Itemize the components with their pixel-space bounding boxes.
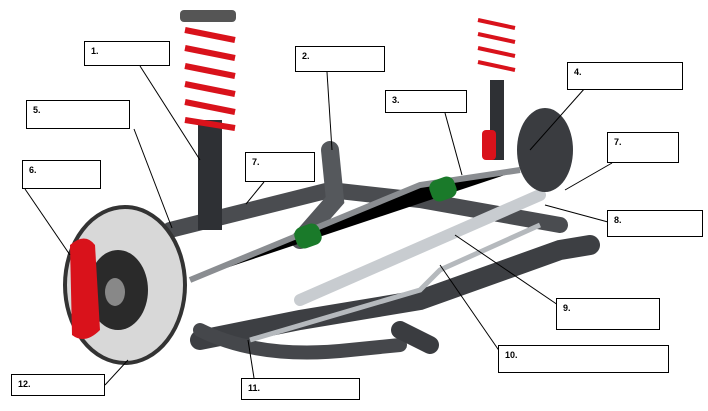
label-number: 7.	[614, 137, 622, 147]
hub-center	[105, 278, 125, 306]
label-number: 5.	[33, 105, 41, 115]
strut	[198, 120, 222, 230]
label-box-7a[interactable]: 7.	[245, 152, 315, 182]
label-box-3[interactable]: 3.	[385, 90, 467, 113]
stabilizer-bar	[249, 222, 542, 343]
label-box-7b[interactable]: 7.	[607, 132, 679, 163]
cv-boot	[429, 176, 457, 202]
label-box-10[interactable]: 10.	[498, 345, 669, 373]
coil-spring	[184, 27, 236, 131]
label-box-12[interactable]: 12.	[11, 374, 105, 396]
label-number: 11.	[248, 383, 261, 393]
label-number: 4.	[574, 67, 582, 77]
label-box-8[interactable]: 8.	[607, 210, 703, 237]
label-number: 8.	[614, 215, 622, 225]
label-number: 7.	[252, 157, 260, 167]
coil-spring	[477, 18, 516, 72]
steering-rack	[294, 189, 546, 306]
label-number: 3.	[392, 95, 400, 105]
label-box-2[interactable]: 2.	[295, 46, 385, 72]
label-number: 9.	[563, 303, 571, 313]
label-box-5[interactable]: 5.	[26, 100, 130, 129]
label-number: 12.	[18, 379, 31, 389]
label-number: 1.	[91, 46, 99, 56]
label-number: 2.	[302, 51, 310, 61]
caliper-right	[482, 130, 496, 160]
label-box-6[interactable]: 6.	[22, 160, 101, 189]
brake-disc-right	[517, 108, 573, 192]
label-box-11[interactable]: 11.	[241, 378, 360, 400]
label-box-1[interactable]: 1.	[84, 41, 170, 66]
strut-mount	[180, 10, 236, 22]
brake-caliper	[70, 238, 100, 339]
label-box-9[interactable]: 9.	[556, 298, 660, 330]
leader-lines	[24, 65, 613, 386]
label-number: 6.	[29, 165, 37, 175]
label-number: 10.	[505, 350, 518, 360]
label-box-4[interactable]: 4.	[567, 62, 683, 90]
cv-boot	[294, 223, 322, 249]
